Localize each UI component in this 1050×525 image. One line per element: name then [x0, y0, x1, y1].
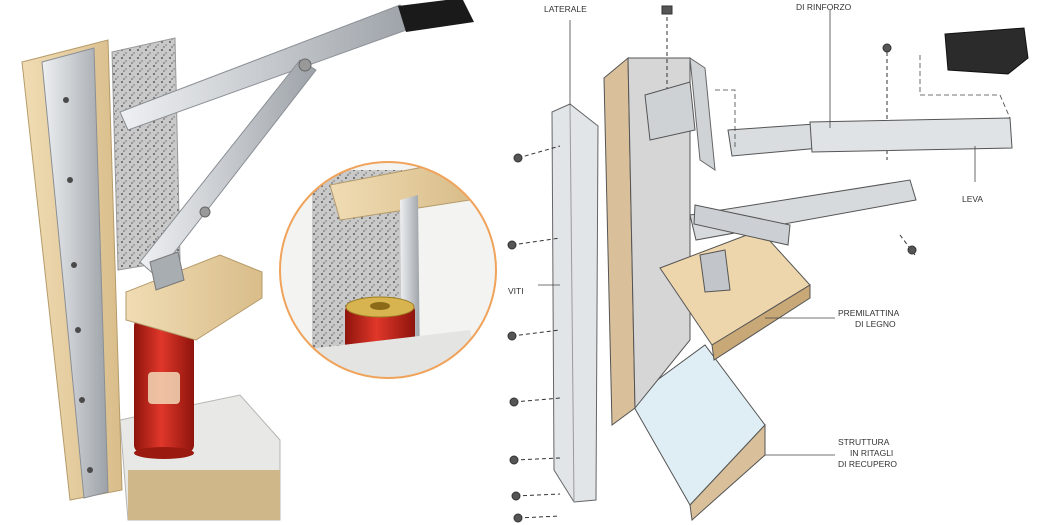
- callout-lines: [538, 10, 1011, 456]
- label-struttura-2: IN RITAGLI: [850, 448, 893, 458]
- can-crusher-photo: [21, 0, 497, 521]
- pressing-plate: [125, 254, 263, 341]
- label-struttura-1: STRUTTURA: [838, 437, 890, 447]
- detail-inset: [279, 161, 497, 379]
- reinforcement-bar: [727, 123, 821, 157]
- label-leva: LEVA: [962, 194, 983, 204]
- label-premilattina-2: DI LEGNO: [855, 319, 896, 329]
- lever-handle: [398, 0, 474, 32]
- hinge-bracket: [149, 251, 185, 291]
- link-arm: [139, 59, 317, 277]
- screw-row: [63, 97, 93, 473]
- label-viti: VITI: [508, 286, 524, 296]
- label-premilattina-1: PREMILATTINA: [838, 308, 900, 318]
- label-struttura-3: DI RECUPERO: [838, 459, 897, 469]
- label-laterale: LATERALE: [544, 4, 587, 14]
- lever: [809, 117, 1013, 153]
- exploded-diagram: LATERALE DI RINFORZO LEVA VITI PREMILATT…: [507, 2, 1029, 523]
- label-rinforzo: DI RINFORZO: [796, 2, 852, 12]
- lateral-strip: [551, 103, 599, 503]
- aluminum-side-strip: [41, 47, 109, 499]
- screws: [507, 5, 917, 523]
- top-bracket: [644, 81, 696, 141]
- lever-grip: [944, 27, 1029, 75]
- granite-face: [627, 57, 691, 410]
